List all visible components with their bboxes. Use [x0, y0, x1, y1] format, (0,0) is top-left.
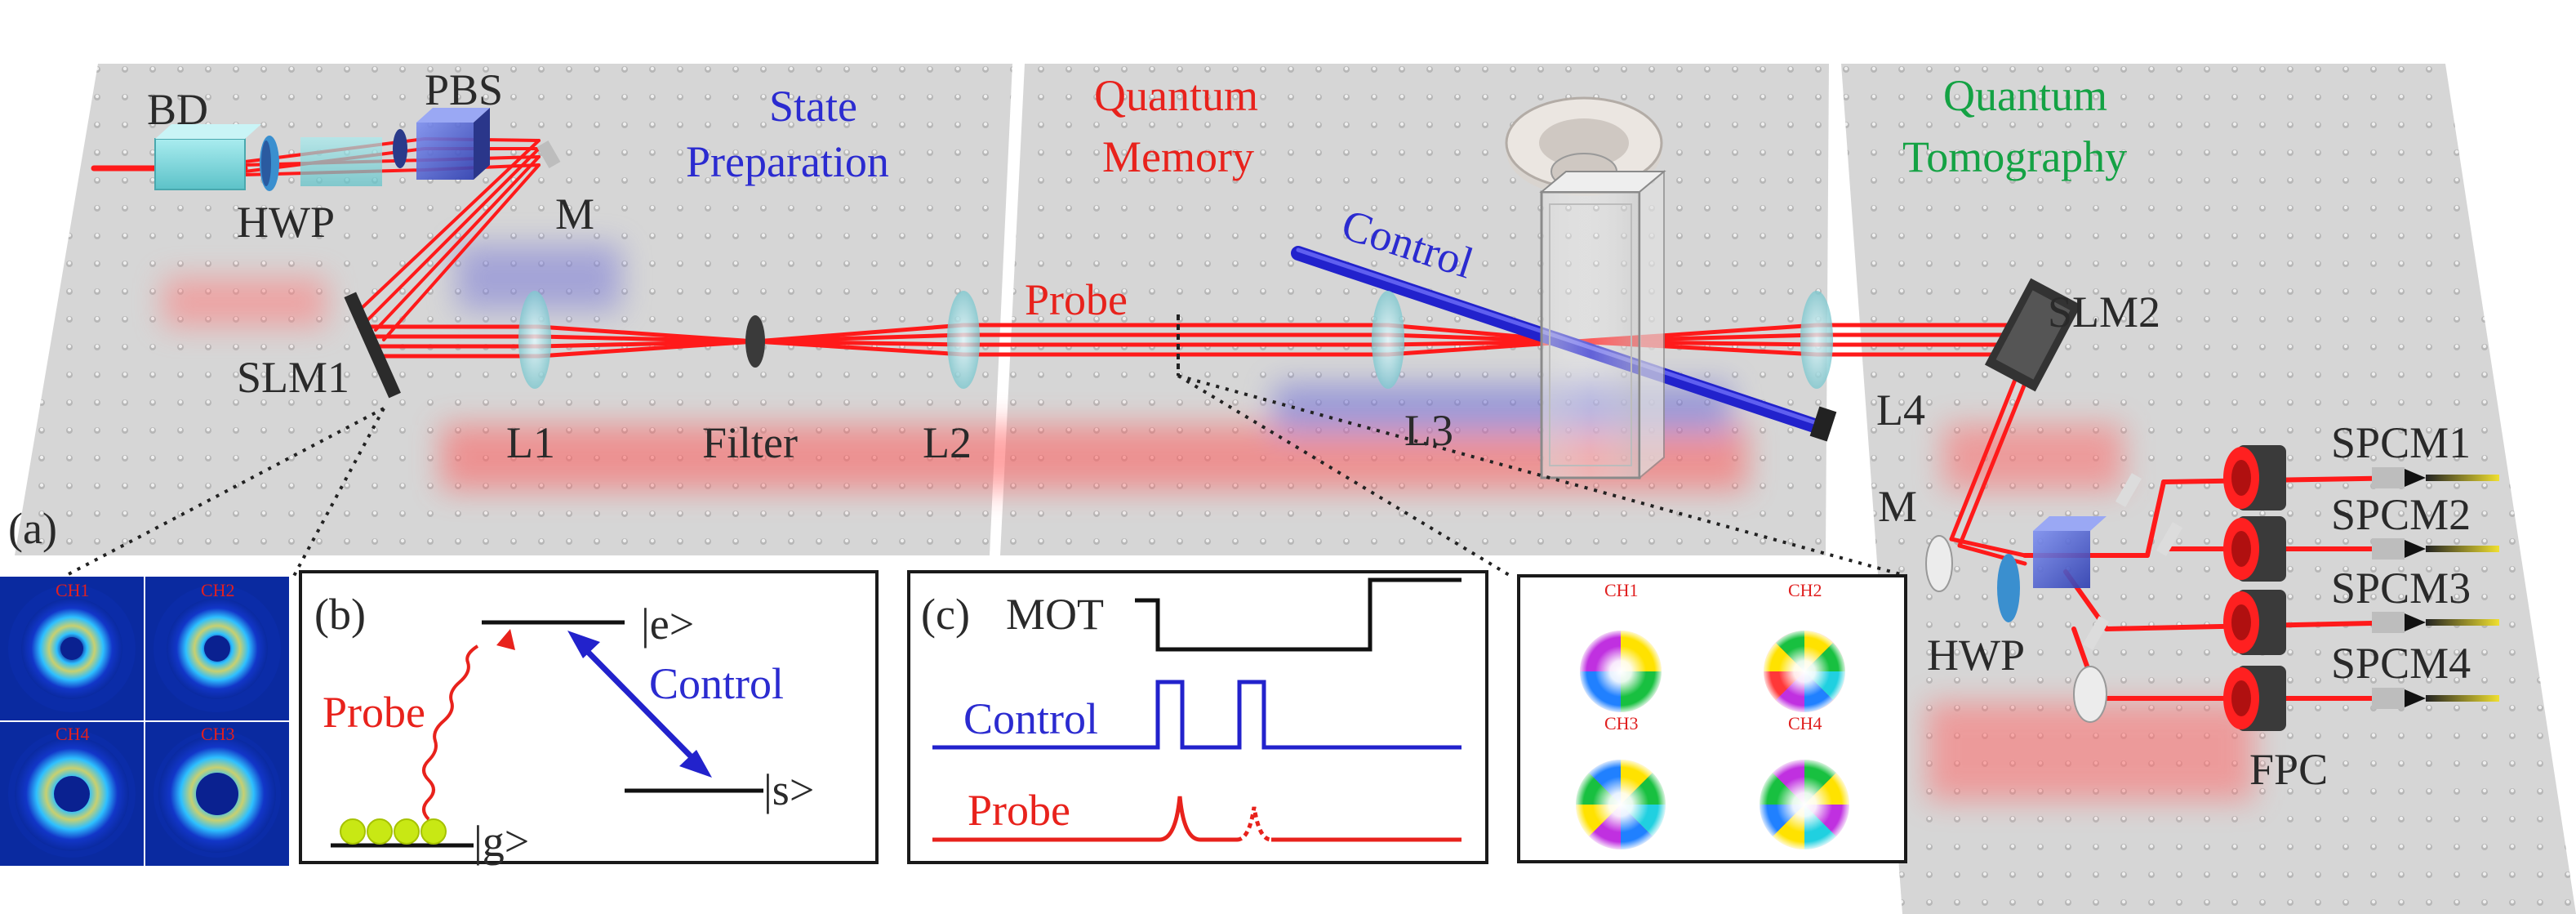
- hwp-prep-optic: [260, 129, 407, 191]
- label-slm2: SLM2: [2048, 288, 2160, 337]
- label-probe-beam: Probe: [1025, 275, 1128, 324]
- spatial-filter: [745, 315, 765, 368]
- section-title-state-line2: Preparation: [686, 137, 889, 186]
- label-l1: L1: [506, 418, 555, 467]
- hwp-tomo-optic: [1997, 554, 2020, 622]
- label-fpc: FPC: [2249, 745, 2328, 794]
- mirror-prep: [536, 140, 561, 168]
- label-l4: L4: [1876, 386, 1925, 435]
- ch-label-a4: CH3: [201, 724, 235, 744]
- label-pbs: PBS: [425, 65, 503, 114]
- section-title-tomo-line1: Quantum: [1943, 71, 2107, 120]
- ch-label-inset-4: CH4: [1788, 713, 1822, 733]
- phase-mode-ch4: [1758, 758, 1851, 851]
- intensity-ch3: [153, 730, 281, 858]
- beam-displacer: [154, 124, 261, 190]
- lens-l2: [947, 291, 980, 389]
- vacuum-cell: [1505, 96, 1666, 480]
- section-title-memory-line1: Quantum: [1094, 71, 1258, 120]
- label-filter: Filter: [702, 418, 798, 467]
- panel-c-timing-diagram: (c) MOT Control Probe: [907, 570, 1488, 864]
- intensity-ch1: [8, 585, 136, 712]
- section-title-state-line1: State: [769, 82, 857, 131]
- level-s: |s>: [763, 765, 814, 814]
- slm2-device: [1984, 278, 2082, 392]
- intensity-ch2: [153, 585, 281, 712]
- label-slm1: SLM1: [237, 353, 349, 402]
- ch-label-inset-2: CH2: [1788, 580, 1822, 600]
- lens-l3: [1372, 291, 1404, 389]
- label-spcm1: SPCM1: [2331, 418, 2471, 467]
- panel-b-probe-label: Probe: [323, 688, 425, 737]
- label-hwp-prep: HWP: [237, 198, 335, 247]
- lens-l1: [518, 291, 551, 389]
- retrieved-probe-trace: [1236, 806, 1272, 842]
- label-hwp-tomo: HWP: [1927, 631, 2025, 680]
- pbs-tomo-cube: [2033, 516, 2107, 588]
- label-spcm4: SPCM4: [2331, 639, 2471, 688]
- timing-control-label: Control: [963, 694, 1098, 743]
- label-l3: L3: [1404, 406, 1453, 455]
- ch-label-a3: CH4: [56, 724, 90, 744]
- lens-l4: [1800, 291, 1833, 389]
- panel-a-intensity-grid: CH1 CH2 CH4 CH3: [0, 577, 289, 866]
- phase-mode-ch3: [1574, 758, 1667, 851]
- timing-probe-label: Probe: [968, 786, 1070, 835]
- label-mirror-prep: M: [555, 189, 594, 239]
- ch-label-a2: CH2: [201, 580, 235, 600]
- fiber-coupler-1: [2223, 445, 2286, 511]
- section-title-tomo-line2: Tomography: [1902, 132, 2127, 181]
- mot-trace: [1135, 577, 1462, 652]
- ch-label-a1: CH1: [56, 580, 90, 600]
- fiber-coupler-4: [2223, 666, 2286, 731]
- fiber-coupler-2: [2223, 516, 2286, 582]
- fiber-connectors: [2372, 467, 2499, 709]
- label-spcm2: SPCM2: [2331, 490, 2471, 539]
- phase-mode-ch1: [1578, 629, 1663, 714]
- level-e: |e>: [641, 600, 694, 649]
- panel-c-label: (c): [921, 590, 970, 639]
- slm1-device: [344, 292, 401, 399]
- panel-b-control-label: Control: [649, 659, 784, 708]
- phase-mode-ch2: [1762, 629, 1847, 714]
- section-title-memory-line2: Memory: [1102, 132, 1254, 181]
- callout-lines: [65, 374, 1907, 577]
- control-trace: [932, 680, 1462, 750]
- intensity-ch4: [8, 730, 136, 858]
- panel-b-label: (b): [314, 590, 366, 639]
- label-l2: L2: [923, 418, 972, 467]
- label-mirror-tomo: M: [1878, 482, 1917, 531]
- waveplates-tomo: [2073, 473, 2183, 723]
- mirror-tomo: [1925, 535, 1953, 592]
- probe-transition-wave: [422, 644, 479, 821]
- probe-trace: [932, 796, 1237, 842]
- pbs-cube: [416, 108, 490, 180]
- label-bd: BD: [147, 85, 208, 134]
- phase-mode-inset: CH1 CH2 CH3 CH4: [1517, 574, 1907, 863]
- timing-mot-label: MOT: [1006, 590, 1104, 639]
- ground-population: [340, 818, 447, 845]
- label-spcm3: SPCM3: [2331, 564, 2471, 613]
- fiber-couplers: [2223, 445, 2286, 731]
- panel-b-level-diagram: (b) |e> |s> |g> Probe Control: [299, 570, 879, 866]
- fiber-coupler-3: [2223, 590, 2286, 655]
- level-g: |g>: [474, 817, 529, 866]
- ch-label-inset-3: CH3: [1604, 713, 1639, 733]
- ch-label-inset-1: CH1: [1604, 580, 1639, 600]
- panel-a-label: (a): [8, 504, 57, 553]
